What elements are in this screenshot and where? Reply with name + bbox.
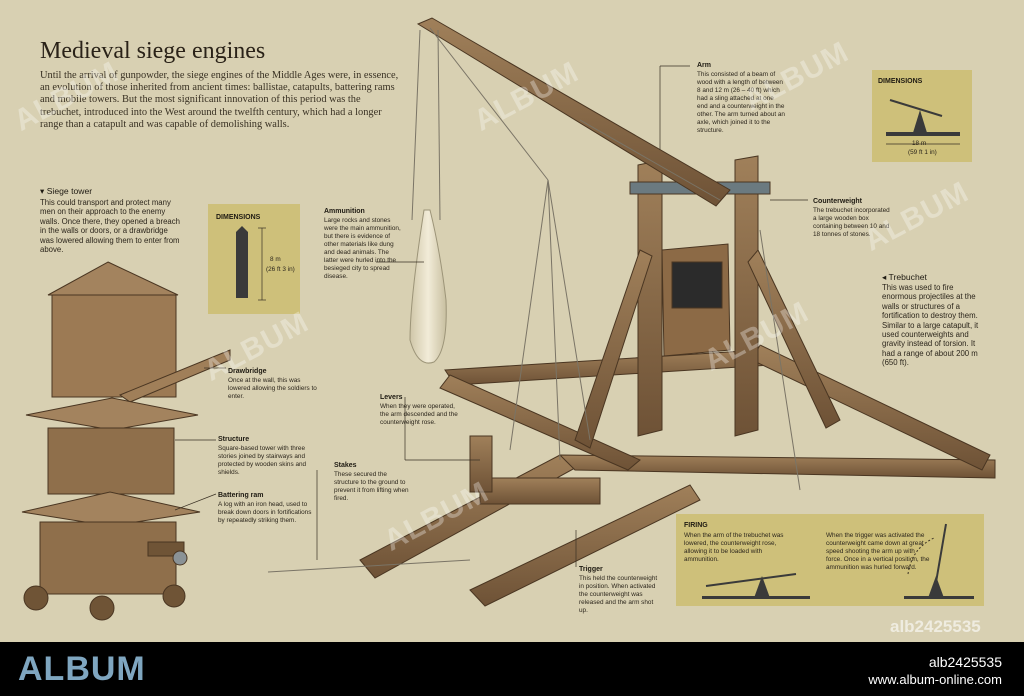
label-battering-ram-text: A log with an iron head, used to break d… [218, 501, 312, 524]
label-arm-text: This consisted of a beam of wood with a … [697, 71, 785, 134]
leader-lines [174, 65, 808, 567]
tower-wheel-front-right [89, 595, 115, 621]
treb-winch [479, 477, 601, 505]
label-drawbridge-text: Once at the wall, this was lowered allow… [228, 377, 317, 400]
label-counterweight-text: The trebuchet incorporated a large woode… [813, 207, 890, 238]
firing-text-1: When the arm of the trebuchet was lowere… [684, 532, 784, 563]
firing-heading: FIRING [684, 522, 708, 529]
treb-diag-right [747, 249, 841, 429]
tower-height-value: 8 m [270, 256, 281, 263]
tower-roof-2 [25, 397, 199, 431]
treb-sling-ammunition [409, 209, 447, 364]
label-stakes-text: These secured the structure to the groun… [334, 471, 409, 502]
trebuchet-text: This was used to fire enormous projectil… [882, 283, 979, 368]
siege-tower-heading: ▾ Siege tower [40, 186, 93, 196]
treb-winch-post [469, 435, 493, 493]
treb-upright-left [637, 159, 663, 437]
tower-dimensions-panel: DIMENSIONS 8 m (26 ft 3 in) [208, 204, 300, 314]
label-ammunition-text: Large rocks and stones were the main amm… [324, 217, 401, 280]
firing-sketches [702, 523, 974, 599]
infographic-canvas: Medieval siege engines Until the arrival… [8, 17, 996, 636]
tower-roof [47, 261, 179, 296]
treb-length-value: 18 m [912, 140, 927, 147]
tower-dimensions-sketch [236, 226, 266, 301]
firing-text-2: When the trigger was activated the count… [826, 532, 930, 571]
treb-base-front-beam [469, 484, 701, 607]
treb-arm [416, 17, 731, 207]
album-logo[interactable]: ALBUM [18, 650, 146, 688]
tower-mid-storey [47, 427, 175, 495]
tower-dimensions-heading: DIMENSIONS [216, 214, 261, 221]
footer-image-id: alb2425535 [928, 654, 1002, 670]
illustration-layer [21, 17, 996, 621]
label-structure-title: Structure [218, 436, 250, 443]
image-id-stamp: alb2425535 [890, 617, 981, 636]
trebuchet-heading: ◂ Trebuchet [882, 272, 927, 282]
label-ammunition-title: Ammunition [324, 208, 365, 215]
treb-diag-left [574, 249, 653, 449]
siege-tower-text: This could transport and protect many me… [40, 198, 180, 255]
tower-wheel-rear [162, 584, 186, 608]
treb-length-ft: (59 ft 1 in) [908, 149, 937, 156]
tower-wheel-front-left [23, 585, 49, 611]
label-levers-text: When they were operated, the arm descend… [380, 403, 458, 426]
label-arm-title: Arm [697, 62, 712, 69]
label-structure-text: Square-based tower with three stories jo… [218, 445, 307, 476]
treb-ropes [267, 27, 801, 573]
treb-counterweight-stones [671, 261, 723, 309]
tower-height-ft: (26 ft 3 in) [266, 266, 295, 273]
intro-paragraph: Until the arrival of gunpowder, the sieg… [40, 70, 399, 130]
firing-panel: FIRING When the arm of the trebuchet was… [676, 514, 984, 606]
tower-low-storey [39, 521, 177, 595]
treb-dimensions-sketch [886, 99, 960, 145]
treb-dimensions-heading: DIMENSIONS [878, 78, 923, 85]
label-trigger-text: This held the counterweight in position.… [579, 575, 658, 614]
tower-ram-head [172, 550, 188, 566]
tower-top-storey [51, 294, 177, 398]
label-stakes-title: Stakes [334, 462, 357, 469]
tower-drawbridge [118, 349, 231, 403]
label-levers-title: Levers [380, 394, 403, 401]
label-counterweight-title: Counterweight [813, 198, 862, 205]
treb-base-right-beam [558, 454, 996, 479]
label-battering-ram-title: Battering ram [218, 492, 264, 499]
treb-upright-right [734, 155, 759, 437]
page-title: Medieval siege engines [40, 38, 266, 64]
footer-url-link[interactable]: www.album-online.com [868, 672, 1002, 687]
treb-dimensions-panel: DIMENSIONS 18 m (59 ft 1 in) [872, 70, 972, 162]
siege-tower-illustration [21, 261, 231, 621]
label-trigger-title: Trigger [579, 566, 603, 573]
tower-roof-3 [21, 491, 201, 527]
trebuchet-illustration [359, 17, 996, 607]
label-drawbridge-title: Drawbridge [228, 368, 267, 375]
footer-bar [0, 642, 1024, 696]
